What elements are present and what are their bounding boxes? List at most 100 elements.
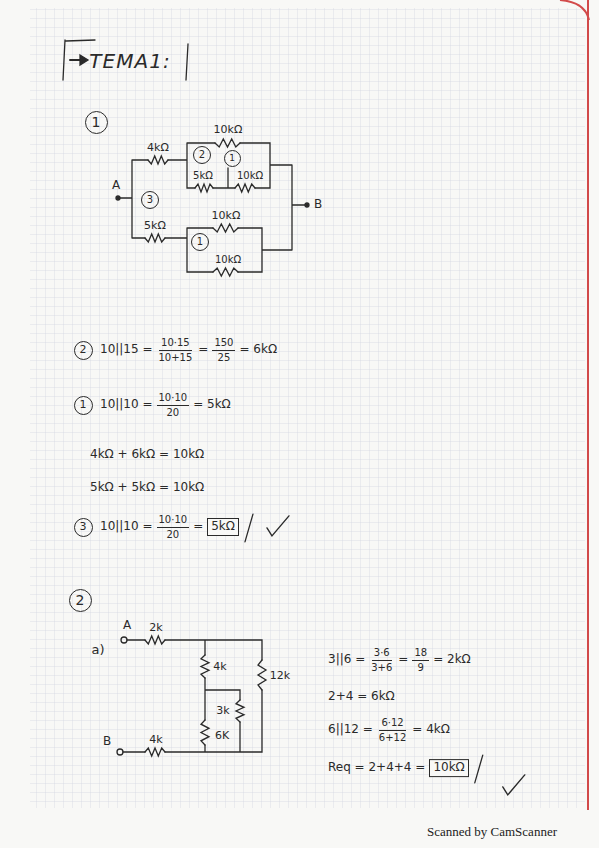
terminal-label: B [103, 735, 111, 749]
number-text: 3 [147, 194, 153, 206]
equation-text: = 2kΩ [433, 653, 471, 667]
margin-line [587, 0, 589, 810]
circled-number: 1 [224, 150, 241, 167]
numerator: 10·10 [157, 392, 190, 406]
number-text: 1 [229, 153, 235, 163]
equation-line: 2+4 = 6kΩ [328, 690, 395, 704]
title-arrow [70, 59, 80, 61]
wire [123, 640, 262, 752]
resistor-value: 10kΩ [214, 124, 243, 137]
number-text: 1 [80, 399, 87, 412]
equation-text: 10||10 = [100, 520, 153, 534]
circled-number: 2 [193, 146, 211, 164]
resistor-value: 6K [215, 730, 229, 743]
equation-text: 6||12 = [328, 723, 373, 737]
equation-text: Req = 2+4+4 = [328, 761, 425, 775]
title-arrowhead [80, 55, 88, 65]
denominator: 3+6 [369, 661, 394, 674]
margin-corner [560, 0, 589, 20]
resistor-value: 12k [270, 670, 290, 683]
resistor-symbol [213, 224, 238, 232]
terminal-label: A [123, 619, 131, 633]
equation-text: 2+4 = 6kΩ [328, 690, 395, 704]
equation-line: 6||12 = 6·126+12 = 4kΩ [328, 717, 450, 743]
numerator: 3·6 [372, 647, 392, 661]
fraction: 10·1020 [157, 392, 190, 418]
terminal [116, 196, 120, 200]
terminal [305, 203, 309, 207]
resistor-value: 3k [216, 705, 229, 718]
equation-text: = 4kΩ [412, 723, 450, 737]
equation-line: 10||10 = 10·1020 = 5kΩ [100, 514, 239, 540]
circled-number: 1 [191, 233, 209, 251]
fraction: 15025 [212, 337, 235, 363]
equation-text: 3||6 = [328, 653, 365, 667]
resistor-symbol [145, 748, 165, 756]
equation-text: = [198, 343, 208, 357]
resistor-symbol [148, 156, 168, 164]
problem-number: 1 [85, 111, 108, 134]
number-text: 2 [199, 149, 205, 161]
resistor-symbol [213, 268, 238, 276]
equation-text: = 5kΩ [193, 398, 231, 412]
subpart-label: a) [91, 643, 104, 658]
resistor-symbol [145, 234, 165, 242]
circled-number: 2 [74, 341, 93, 360]
wire [120, 143, 305, 272]
number-text: 2 [76, 592, 85, 608]
resistor-value: 4k [149, 734, 162, 747]
slash-mark [245, 514, 253, 542]
resistor-symbol [258, 660, 266, 690]
denominator: 25 [216, 351, 233, 364]
fraction: 6·126+12 [377, 717, 408, 743]
fraction: 189 [412, 647, 429, 673]
slash-mark [475, 755, 483, 783]
circled-number: 1 [74, 396, 93, 415]
equation-line: Req = 2+4+4 = 10kΩ [328, 759, 469, 777]
number-text: 3 [80, 521, 87, 534]
numerator: 10·10 [157, 514, 190, 528]
ink [63, 40, 525, 795]
grid [30, 8, 585, 808]
resistor-value: 4kΩ [147, 142, 169, 155]
boxed-result: 10kΩ [429, 759, 468, 777]
check-mark [503, 775, 525, 795]
number-text: 1 [197, 236, 203, 248]
fraction: 3·63+6 [369, 647, 394, 673]
denominator: 6+12 [377, 731, 408, 744]
denominator: 10+15 [157, 351, 195, 364]
equation-text: = 6kΩ [239, 343, 277, 357]
circled-number: 3 [141, 191, 159, 209]
denominator: 20 [164, 406, 181, 419]
resistor-symbol [235, 184, 255, 192]
resistor-symbol [236, 700, 244, 722]
resistor-value: 5kΩ [144, 220, 166, 233]
numerator: 18 [412, 647, 429, 661]
boxed-result: 5kΩ [207, 518, 239, 536]
resistor-symbol [201, 720, 209, 745]
problem-number: 2 [69, 589, 92, 612]
resistor-value: 10kΩ [215, 254, 241, 266]
terminal [117, 749, 123, 755]
resistor-symbol [145, 636, 165, 644]
resistor-value: 10kΩ [237, 170, 263, 182]
denominator: 9 [416, 661, 426, 674]
resistor-value: 2k [149, 622, 162, 635]
number-text: 2 [80, 344, 87, 357]
equation-text: = [193, 520, 203, 534]
equation-text: 5kΩ + 5kΩ = 10kΩ [90, 481, 204, 495]
title-bracket [63, 40, 188, 80]
resistor-symbol [201, 655, 209, 678]
equation-text: 10||15 = [100, 343, 153, 357]
numerator: 10·15 [159, 337, 192, 351]
equation-text: 4kΩ + 6kΩ = 10kΩ [90, 448, 204, 462]
equation-line: 10||15 = 10·1510+15= 15025 = 6kΩ [100, 337, 277, 363]
terminal-label: A [112, 179, 120, 193]
terminal [121, 637, 127, 643]
denominator: 20 [164, 528, 181, 541]
equation-line: 4kΩ + 6kΩ = 10kΩ [90, 448, 204, 462]
